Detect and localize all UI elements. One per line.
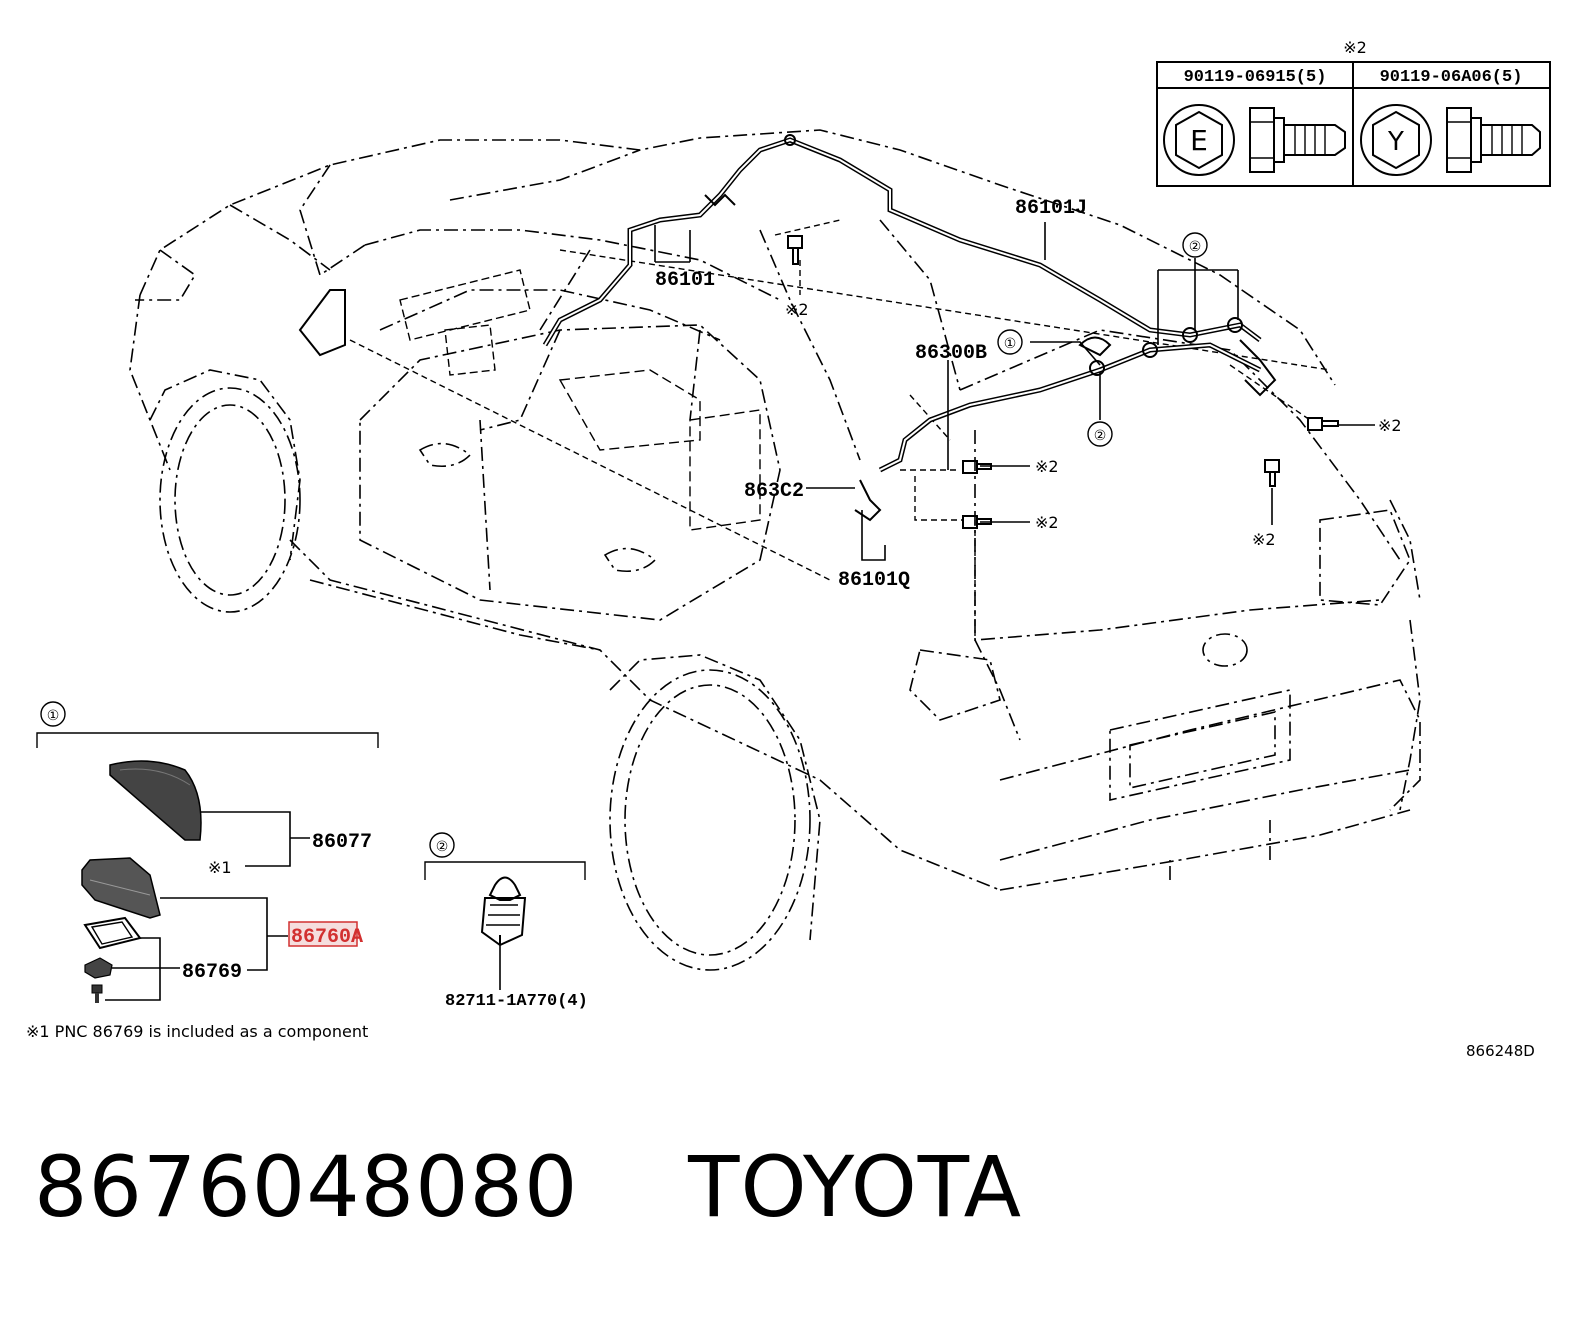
clip-icon: [480, 876, 527, 947]
svg-text:②: ②: [436, 839, 449, 855]
detail-2-clip: ② 82711-1A770(4): [424, 832, 588, 1011]
label-86101: 86101: [655, 269, 715, 292]
label-86769: 86769: [182, 961, 242, 984]
bolt-icon: [1307, 417, 1339, 431]
bolt-head-letter-y: Y: [1387, 127, 1404, 157]
brand-name: TOYOTA: [688, 1138, 1023, 1236]
fastener-part-no-1: 90119-06915(5): [1184, 68, 1327, 87]
callout-circle: ①: [997, 329, 1023, 355]
bolt-icon: [962, 460, 992, 474]
ref-mark: ※2: [1378, 416, 1402, 435]
label-86300B: 86300B: [915, 342, 987, 365]
diagram-ref-code: 866248D: [1466, 1042, 1535, 1060]
fastener-part-no-2: 90119-06A06(5): [1380, 68, 1523, 87]
svg-text:①: ①: [1004, 336, 1017, 352]
antenna-cover-icon: [109, 760, 202, 841]
bolt-side-icon: [1249, 107, 1346, 173]
ref-mark-1: ※1: [208, 858, 232, 877]
label-86760A: 86760A: [291, 926, 363, 949]
leader-lines: [654, 219, 1375, 561]
part-number: 8676048080: [34, 1138, 579, 1236]
fastener-table: ※2 90119-06915(5) 90119-06A06(5) E Y: [1156, 38, 1551, 187]
label-86077: 86077: [312, 831, 372, 854]
part-labels: 86101J 86101 ※2 86300B 863C2 86101Q ※2 ※…: [655, 197, 1402, 592]
bolt-head-icon: E: [1163, 104, 1235, 176]
footnote: ※1 PNC 86769 is included as a component: [26, 1022, 368, 1041]
label-82711: 82711-1A770(4): [445, 992, 588, 1011]
ref-mark: ※2: [1035, 513, 1059, 532]
label-863C2: 863C2: [744, 480, 804, 503]
bolt-side-icon: [1446, 107, 1541, 173]
bolt-icon: [787, 235, 803, 265]
antenna-body-icon: [81, 857, 161, 919]
callout-circle: ②: [1182, 232, 1208, 258]
fastener-table-mark: ※2: [1343, 38, 1367, 57]
vehicle-outline: [129, 129, 1421, 971]
nut-icon: [84, 957, 113, 979]
bolt-icon: [1264, 459, 1280, 487]
label-86101J: 86101J: [1015, 197, 1087, 220]
bolt-head-icon: Y: [1360, 104, 1432, 176]
screw-icon: [91, 984, 103, 1003]
antenna-cables: [542, 134, 1277, 522]
svg-text:②: ②: [1189, 239, 1202, 255]
detail-1-antenna: ① 86077 ※1 86760A: [36, 701, 379, 1003]
part-footer: 8676048080 TOYOTA: [34, 1138, 1022, 1248]
ref-mark: ※2: [1035, 457, 1059, 476]
callout-circle: ①: [40, 701, 66, 727]
callout-circle: ②: [1087, 421, 1113, 447]
gasket-icon: [83, 916, 142, 950]
ref-mark: ※2: [785, 300, 809, 319]
callout-circle: ②: [429, 832, 455, 858]
label-86101Q: 86101Q: [838, 569, 910, 592]
ref-mark: ※2: [1252, 530, 1276, 549]
highlight-box: [288, 921, 358, 947]
bolt-head-letter-e: E: [1190, 124, 1208, 157]
svg-text:①: ①: [47, 708, 60, 724]
svg-text:②: ②: [1094, 428, 1107, 444]
